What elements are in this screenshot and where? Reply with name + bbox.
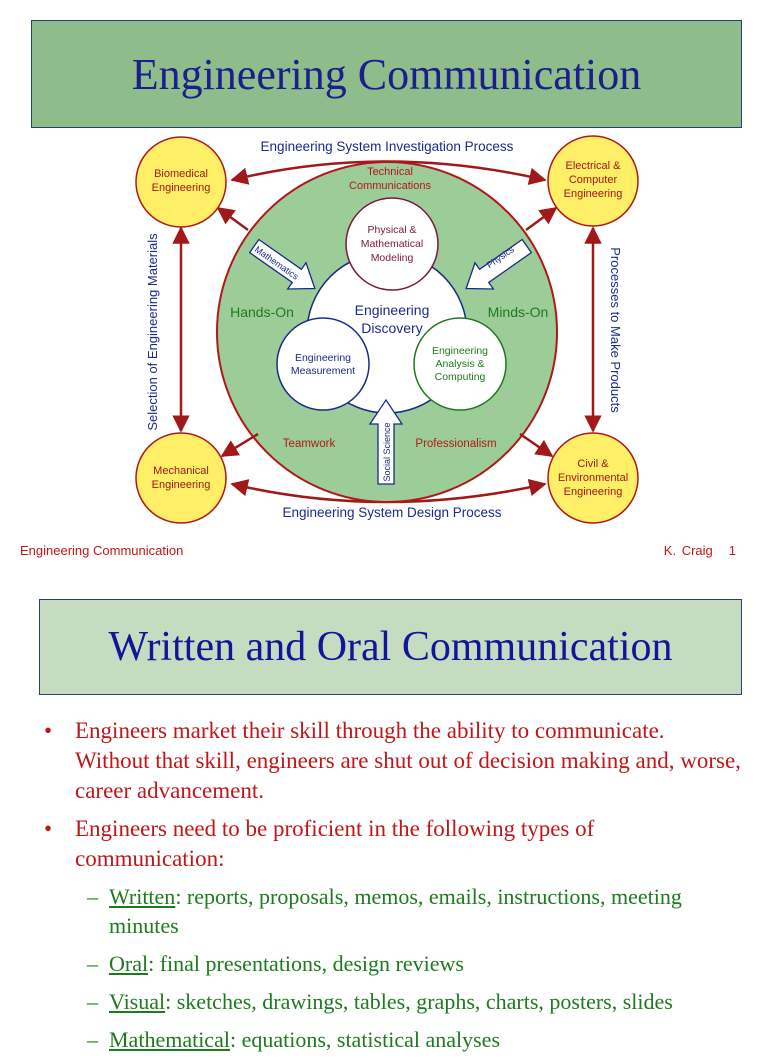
sub-item-text: : reports, proposals, memos, emails, ins… [109, 884, 682, 938]
footer-title: Engineering Communication [20, 543, 184, 558]
corner-mechanical: Mechanical Engineering [135, 432, 227, 524]
right-side-label: Processes to Make Products [608, 247, 623, 413]
svg-text:Computer: Computer [569, 174, 618, 186]
slide2-title: Written and Oral Communication [39, 599, 742, 695]
svg-text:Biomedical: Biomedical [154, 168, 208, 180]
svg-text:Physical &: Physical & [367, 224, 416, 236]
sub-item-text: : sketches, drawings, tables, graphs, ch… [165, 989, 673, 1014]
footer-page-number: 1 [728, 543, 736, 558]
svg-text:Civil &: Civil & [577, 458, 609, 470]
svg-text:Environmental: Environmental [558, 472, 628, 484]
svg-text:Social Science: Social Science [382, 422, 392, 481]
sub-item-text: : final presentations, design reviews [148, 951, 464, 976]
svg-text:Electrical &: Electrical & [565, 160, 621, 172]
social-science-arrow: Social Science [368, 398, 404, 485]
svg-text:Engineering: Engineering [295, 352, 351, 364]
sub-item-key: Mathematical [109, 1027, 230, 1052]
svg-text:Engineering: Engineering [355, 302, 430, 318]
engineering-communication-diagram: Biomedical Engineering Electrical & Comp… [135, 135, 639, 524]
svg-text:Engineering: Engineering [564, 188, 623, 200]
professionalism-label: Professionalism [415, 438, 496, 450]
sub-item-key: Oral [109, 951, 149, 976]
node-modeling: Physical & Mathematical Modeling [345, 197, 439, 291]
svg-text:Measurement: Measurement [291, 365, 355, 377]
bullet-item: Engineers market their skill through the… [44, 716, 744, 806]
node-analysis: Engineering Analysis & Computing [413, 317, 507, 411]
hands-on-label: Hands-On [230, 304, 294, 320]
sub-list: Written: reports, proposals, memos, emai… [75, 882, 744, 1054]
svg-text:Mathematical: Mathematical [361, 238, 423, 250]
svg-text:Computing: Computing [435, 371, 486, 383]
svg-text:Modeling: Modeling [371, 252, 414, 264]
svg-text:Engineering: Engineering [432, 345, 488, 357]
svg-text:Engineering: Engineering [152, 182, 211, 194]
sub-item-key: Visual [109, 989, 166, 1014]
corner-biomedical: Biomedical Engineering [135, 136, 227, 228]
footer-author-page: K. Craig 1 [664, 543, 736, 558]
corner-electrical: Electrical & Computer Engineering [547, 135, 639, 227]
bullet-item: Engineers need to be proficient in the f… [44, 814, 744, 1054]
bullet-list: Engineers market their skill through the… [44, 716, 744, 1063]
sub-item-visual: Visual: sketches, drawings, tables, grap… [75, 987, 744, 1016]
svg-text:Engineering: Engineering [152, 479, 211, 491]
top-process-label: Engineering System Investigation Process [261, 139, 514, 154]
sub-item-key: Written [109, 884, 176, 909]
svg-text:Engineering: Engineering [564, 486, 623, 498]
sub-item-oral: Oral: final presentations, design review… [75, 949, 744, 978]
sub-item-written: Written: reports, proposals, memos, emai… [75, 882, 744, 940]
teamwork-label: Teamwork [283, 438, 336, 450]
footer-author: K. Craig [663, 543, 713, 558]
sub-item-mathematical: Mathematical: equations, statistical ana… [75, 1025, 744, 1054]
bottom-process-label: Engineering System Design Process [282, 505, 501, 520]
bullet-text: Engineers need to be proficient in the f… [75, 816, 595, 871]
svg-text:Analysis &: Analysis & [435, 358, 484, 370]
slide1-title: Engineering Communication [31, 20, 742, 128]
left-side-label: Selection of Engineering Materials [145, 233, 160, 431]
minds-on-label: Minds-On [488, 304, 549, 320]
svg-text:Communications: Communications [349, 180, 431, 192]
svg-text:Technical: Technical [367, 166, 413, 178]
svg-text:Discovery: Discovery [361, 320, 422, 336]
svg-text:Mechanical: Mechanical [153, 465, 209, 477]
sub-item-text: : equations, statistical analyses [229, 1027, 501, 1052]
corner-civil: Civil & Environmental Engineering [547, 432, 639, 524]
node-measurement: Engineering Measurement [276, 317, 370, 411]
